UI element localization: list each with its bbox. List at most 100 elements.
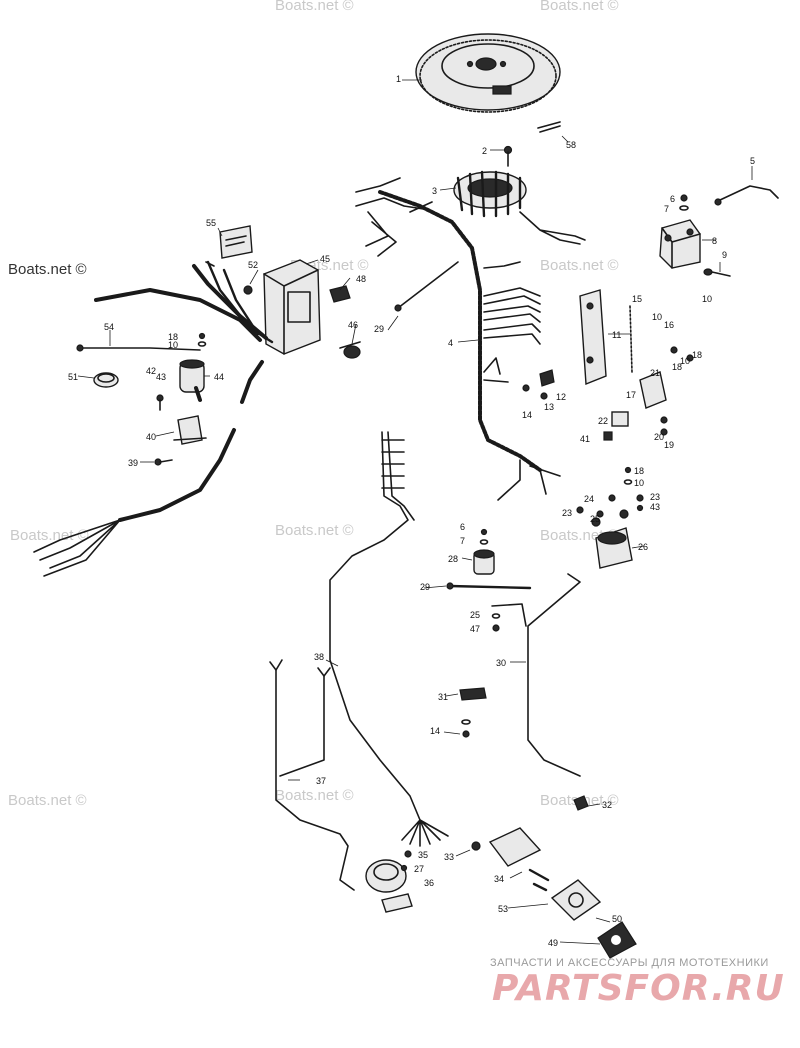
- callout-label: 13: [544, 402, 554, 412]
- callout-label: 41: [580, 434, 590, 444]
- horn-part: [365, 859, 413, 913]
- watermark: Boats.net ©: [275, 787, 354, 804]
- screw-part: [503, 145, 513, 167]
- callout-label: 43: [650, 502, 660, 512]
- callout-label: 21: [650, 368, 660, 378]
- callout-label: 28: [448, 554, 458, 564]
- stator-part: [453, 170, 586, 245]
- callout-label: 14: [430, 726, 440, 736]
- watermark: Boats.net ©: [275, 0, 354, 14]
- callout-label: 32: [602, 800, 612, 810]
- tie-strap-part: [394, 261, 459, 312]
- bezel-part: [597, 921, 637, 959]
- callout-label: 10: [680, 356, 690, 366]
- ground-wire-part: [76, 344, 201, 352]
- callout-label: 4: [448, 338, 453, 348]
- callout-label: 16: [664, 320, 674, 330]
- callout-label: 23: [650, 492, 660, 502]
- clip-part: [603, 411, 629, 441]
- callout-label: 30: [496, 658, 506, 668]
- screw-part: [400, 850, 412, 872]
- callout-label: 44: [214, 372, 224, 382]
- callout-label: 11: [612, 330, 621, 340]
- fastener-group: [479, 346, 694, 632]
- callout-label: 24: [584, 494, 594, 504]
- callout-label: 40: [146, 432, 156, 442]
- watermark: Boats.net ©: [275, 522, 354, 539]
- coil-part: [179, 359, 205, 402]
- control-cable-part: [329, 431, 449, 847]
- callout-label: 48: [356, 274, 366, 284]
- switch-box-part: [263, 259, 321, 355]
- callout-label: 9: [722, 250, 727, 260]
- footer-branding: ЗАПЧАСТИ И АКСЕССУАРЫ ДЛЯ МОТОТЕХНИКИ PA…: [490, 957, 785, 1009]
- callout-label: 34: [494, 874, 504, 884]
- decal-part: [219, 225, 253, 259]
- callout-label: 10: [634, 478, 644, 488]
- callout-label: 22: [598, 416, 608, 426]
- callout-label: 18: [692, 350, 702, 360]
- callout-label: 7: [664, 204, 669, 214]
- leader-lines: [77, 79, 753, 945]
- callout-label: 51: [68, 372, 78, 382]
- callout-label: 5: [750, 156, 755, 166]
- watermark-left: Boats.net ©: [8, 261, 87, 278]
- callout-label: 49: [548, 938, 558, 948]
- mount-plate-part: [579, 289, 607, 386]
- screw-washer-part: [679, 194, 689, 211]
- callout-label: 42: [146, 366, 156, 376]
- footer-brand-logo: PARTSFOR.RU: [492, 968, 785, 1009]
- callout-label: 3: [432, 186, 437, 196]
- solenoid-part: [591, 509, 633, 569]
- boot-part: [473, 549, 495, 575]
- callout-label: 7: [460, 536, 465, 546]
- watermark-group: Boats.net © Boats.net © Boats.net © Boat…: [8, 0, 619, 809]
- mount-plate-part: [550, 879, 602, 921]
- callout-label: 54: [104, 322, 114, 332]
- callout-label: 2: [482, 146, 487, 156]
- callout-label: 6: [460, 522, 465, 532]
- wire-set-part: [269, 659, 355, 891]
- screw-part: [156, 394, 164, 411]
- callout-label: 27: [414, 864, 424, 874]
- battery-cable-part: [94, 260, 274, 344]
- callout-label: 20: [654, 432, 664, 442]
- callout-label: 38: [314, 652, 324, 662]
- callout-label: 10: [652, 312, 662, 322]
- key-switch-part: [471, 827, 550, 892]
- lower-harness-part: [33, 360, 264, 577]
- callout-label: 18: [634, 466, 644, 476]
- callout-label: 29: [420, 582, 430, 592]
- callout-label: 31: [438, 692, 448, 702]
- nut-part: [243, 285, 253, 295]
- callout-label: 10: [702, 294, 712, 304]
- lead-wire-part: [714, 185, 779, 206]
- callout-label: 58: [566, 140, 576, 150]
- callout-label: 39: [128, 458, 138, 468]
- screw-part: [461, 719, 471, 738]
- callout-label: 37: [316, 776, 326, 786]
- callout-label: 45: [320, 254, 330, 264]
- callout-label: 50: [612, 914, 622, 924]
- callout-label: 8: [712, 236, 717, 246]
- bolt-part: [703, 268, 731, 277]
- bushing-part: [339, 341, 361, 359]
- rectifier-part: [659, 219, 701, 269]
- callout-label: 15: [632, 294, 642, 304]
- fuse-part: [639, 371, 667, 409]
- washer-part: [197, 332, 207, 347]
- tie-strap-part: [446, 582, 532, 590]
- callout-label: 25: [470, 610, 480, 620]
- callout-label: 52: [248, 260, 258, 270]
- terminal-block-part: [629, 305, 633, 373]
- callout-label: 18: [672, 362, 682, 372]
- callout-label: 12: [556, 392, 566, 402]
- callout-label: 35: [418, 850, 428, 860]
- callout-label: 26: [638, 542, 648, 552]
- cable-part: [491, 573, 581, 777]
- screw-part: [154, 458, 173, 466]
- ring-part: [93, 372, 119, 388]
- callout-label: 53: [498, 904, 508, 914]
